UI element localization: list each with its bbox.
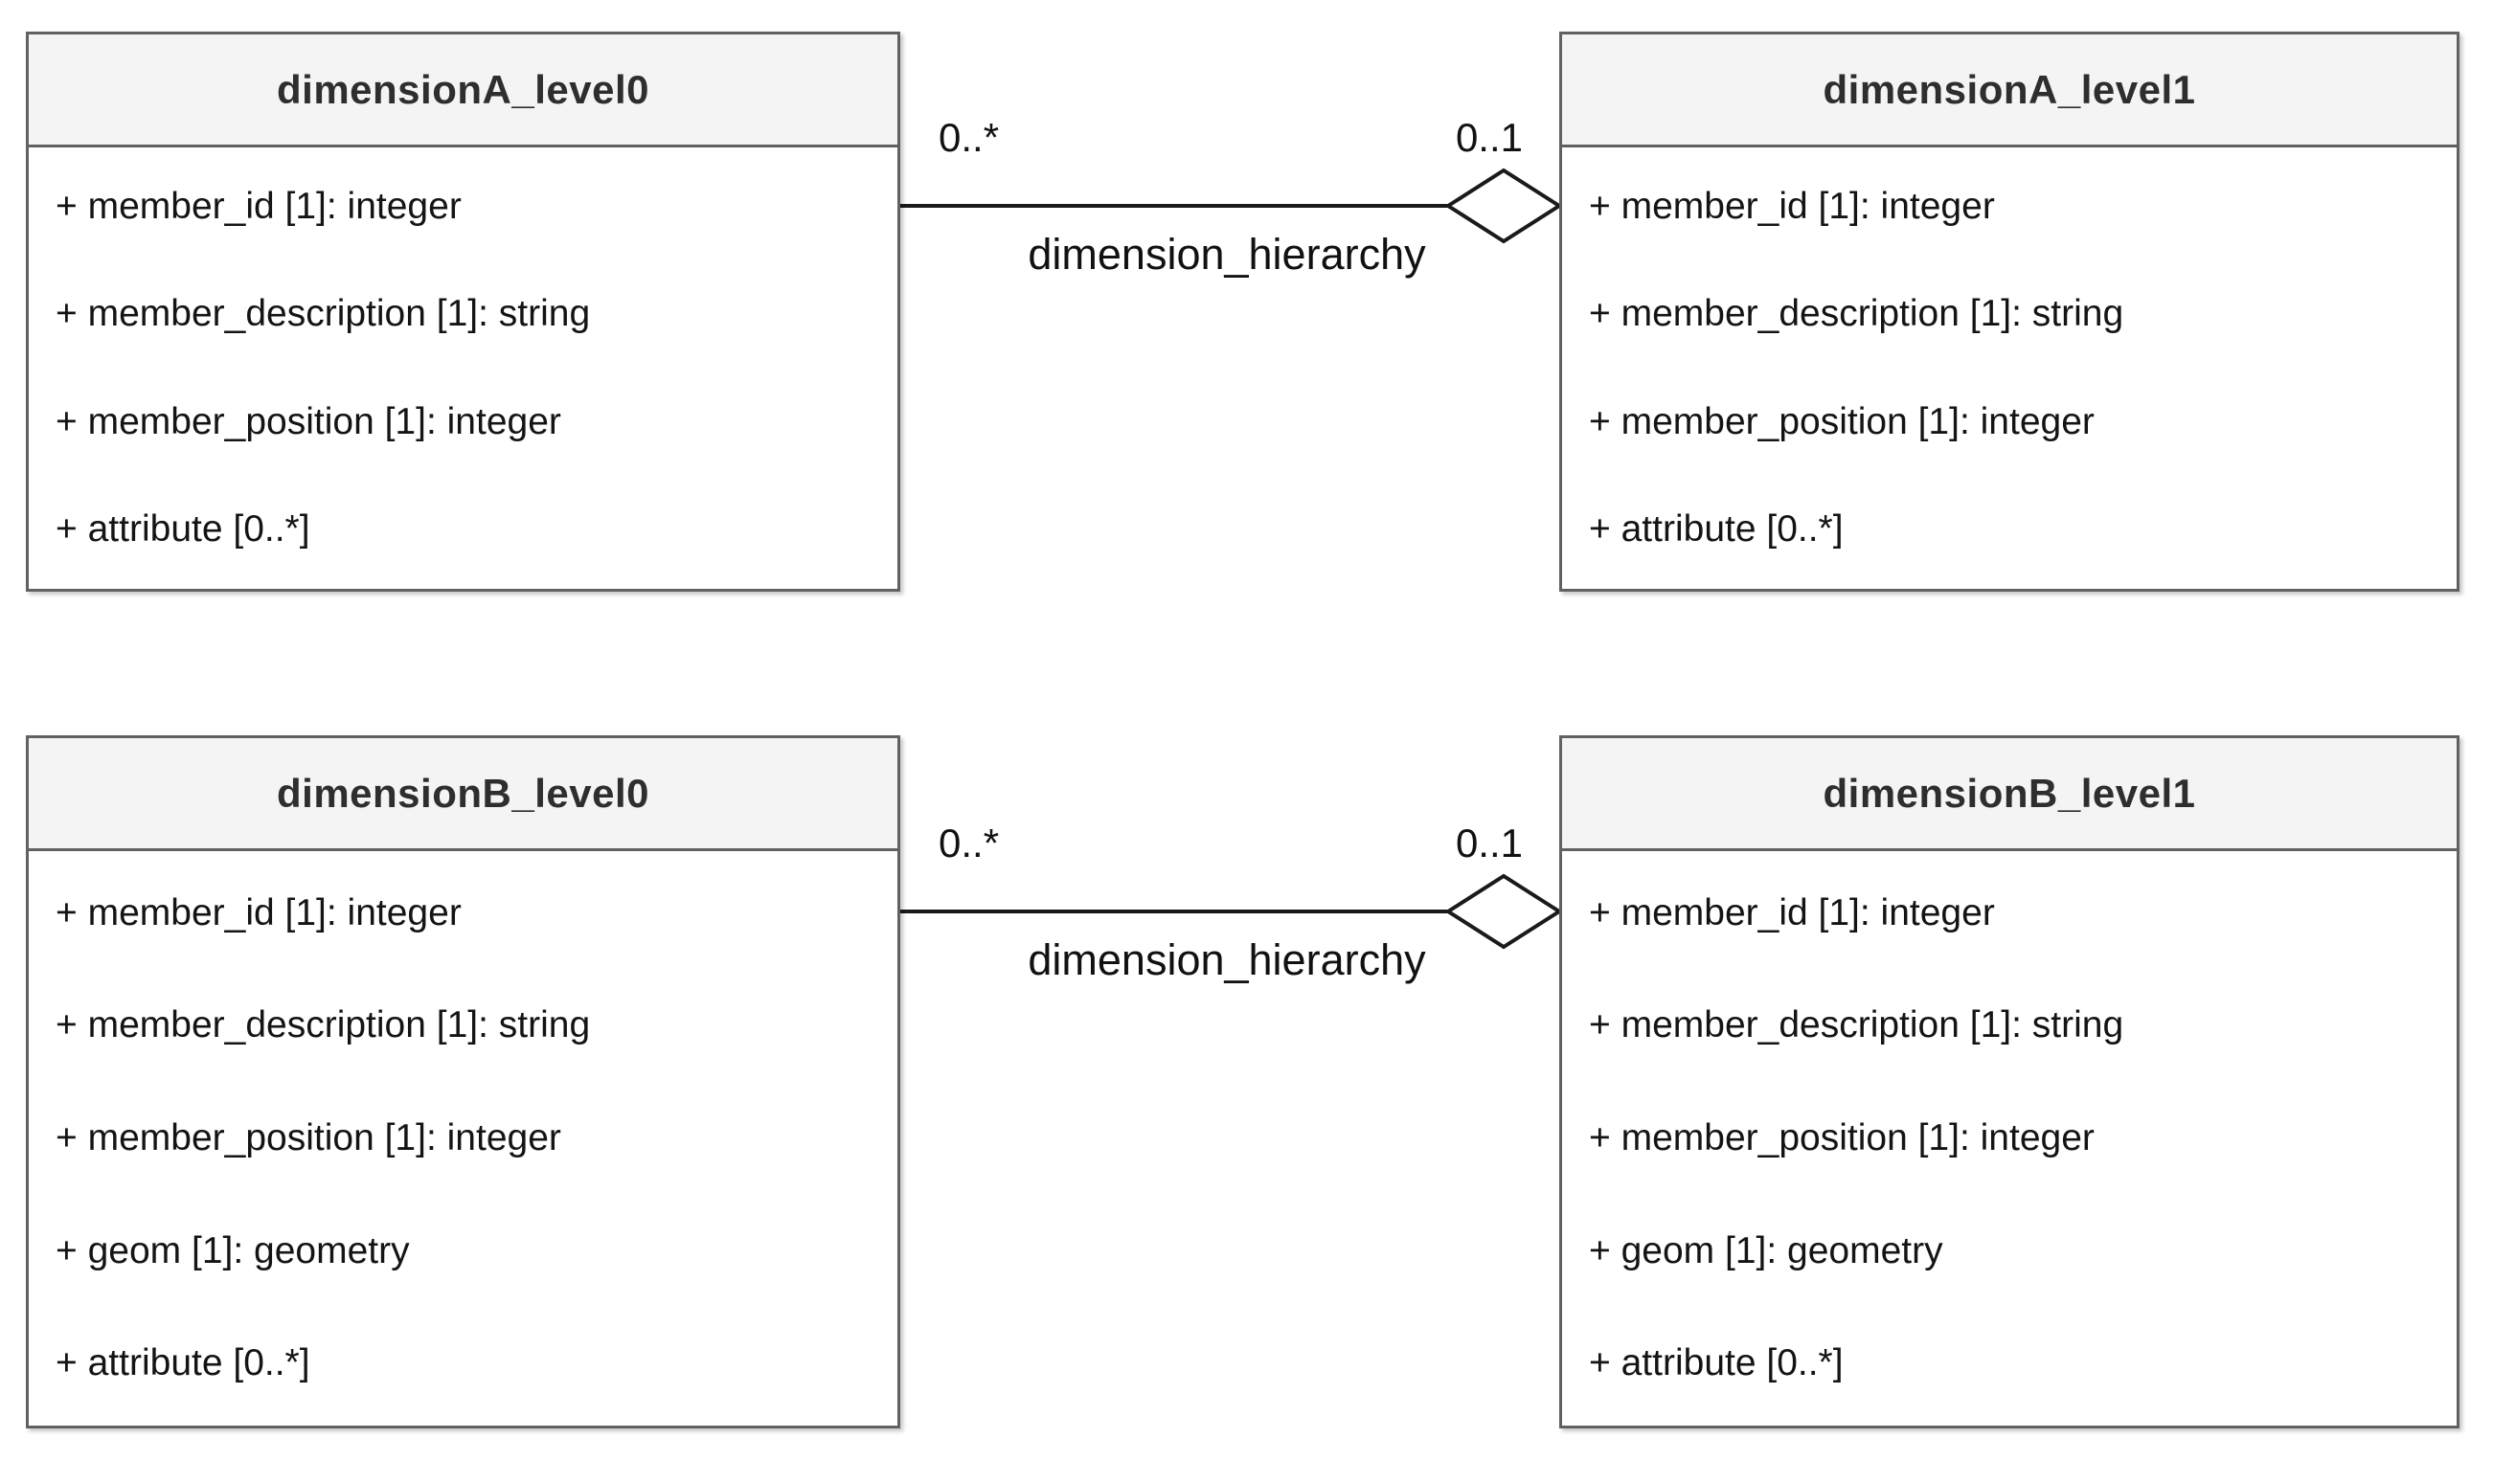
class-attribute: + member_position [1]: integer bbox=[1589, 400, 2095, 442]
class-attribute: + member_description [1]: string bbox=[56, 1004, 591, 1046]
class-attribute: + member_id [1]: integer bbox=[1589, 186, 1995, 228]
association-label-bottom: dimension_hierarchy bbox=[1028, 935, 1426, 984]
class-attribute: + attribute [0..*] bbox=[56, 1342, 310, 1384]
class-dimensionB-level1: dimensionB_level1 + member_id [1]: integ… bbox=[1559, 735, 2459, 1428]
class-title: dimensionA_level1 bbox=[1562, 34, 2457, 147]
multiplicity-source-bottom: 0..* bbox=[939, 821, 1000, 866]
class-attribute: + geom [1]: geometry bbox=[56, 1229, 410, 1271]
class-dimensionA-level0: dimensionA_level0 + member_id [1]: integ… bbox=[26, 32, 900, 592]
class-attribute: + member_description [1]: string bbox=[1589, 293, 2124, 335]
class-attribute: + geom [1]: geometry bbox=[1589, 1229, 1943, 1271]
class-attribute: + attribute [0..*] bbox=[56, 507, 310, 550]
association-label-top: dimension_hierarchy bbox=[1028, 230, 1426, 279]
class-attribute: + attribute [0..*] bbox=[1589, 1342, 1844, 1384]
class-dimensionB-level0: dimensionB_level0 + member_id [1]: integ… bbox=[26, 735, 900, 1428]
class-dimensionA-level1: dimensionA_level1 + member_id [1]: integ… bbox=[1559, 32, 2459, 592]
class-attribute: + member_id [1]: integer bbox=[56, 186, 462, 228]
class-attribute-list: + member_id [1]: integer + member_descri… bbox=[29, 147, 897, 589]
class-title: dimensionB_level0 bbox=[29, 738, 897, 851]
class-title: dimensionB_level1 bbox=[1562, 738, 2457, 851]
class-attribute: + member_position [1]: integer bbox=[56, 1116, 561, 1158]
class-attribute: + member_description [1]: string bbox=[1589, 1004, 2124, 1046]
class-title: dimensionA_level0 bbox=[29, 34, 897, 147]
multiplicity-target-bottom: 0..1 bbox=[1455, 821, 1523, 866]
class-attribute-list: + member_id [1]: integer + member_descri… bbox=[1562, 851, 2457, 1426]
class-attribute: + member_position [1]: integer bbox=[1589, 1116, 2095, 1158]
class-attribute-list: + member_id [1]: integer + member_descri… bbox=[1562, 147, 2457, 589]
class-attribute: + member_description [1]: string bbox=[56, 293, 591, 335]
class-attribute-list: + member_id [1]: integer + member_descri… bbox=[29, 851, 897, 1426]
class-attribute: + member_id [1]: integer bbox=[1589, 891, 1995, 933]
multiplicity-source-top: 0..* bbox=[939, 115, 1000, 160]
class-attribute: + member_id [1]: integer bbox=[56, 891, 462, 933]
class-attribute: + attribute [0..*] bbox=[1589, 507, 1844, 550]
multiplicity-target-top: 0..1 bbox=[1455, 115, 1523, 160]
class-attribute: + member_position [1]: integer bbox=[56, 400, 561, 442]
